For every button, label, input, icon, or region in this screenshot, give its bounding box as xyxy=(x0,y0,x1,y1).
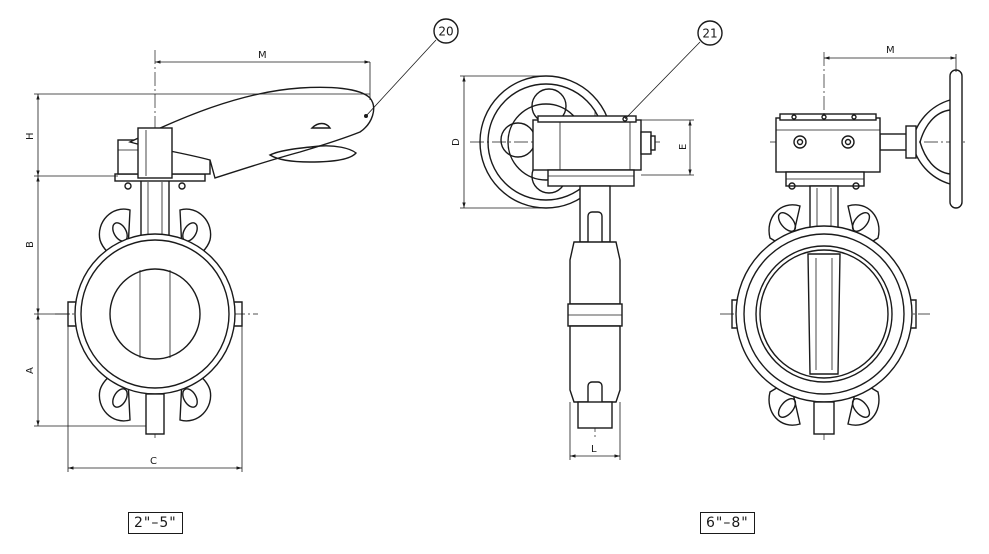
dim-a: A xyxy=(25,367,36,374)
size-label-large: 6"–8" xyxy=(700,512,755,534)
dim-b: B xyxy=(25,241,36,248)
callout-21-number: 21 xyxy=(702,27,717,41)
gear-valve-side-view: D E L 21 xyxy=(451,20,723,460)
dim-l: L xyxy=(591,444,597,455)
dim-e: E xyxy=(678,144,689,150)
size-label-small: 2"–5" xyxy=(128,512,183,534)
gear-valve-front-view: M xyxy=(720,45,965,440)
callout-20-bubble xyxy=(433,18,459,44)
dim-c: C xyxy=(150,456,157,467)
callout-20-number: 20 xyxy=(438,25,453,39)
dim-h: H xyxy=(25,132,36,140)
dim-m-right: M xyxy=(886,45,895,56)
lever-valve-view: M H B A C 20 xyxy=(25,18,459,472)
dim-d: D xyxy=(451,138,462,146)
callout-21-bubble xyxy=(697,20,723,46)
dim-m-left: M xyxy=(258,50,267,61)
